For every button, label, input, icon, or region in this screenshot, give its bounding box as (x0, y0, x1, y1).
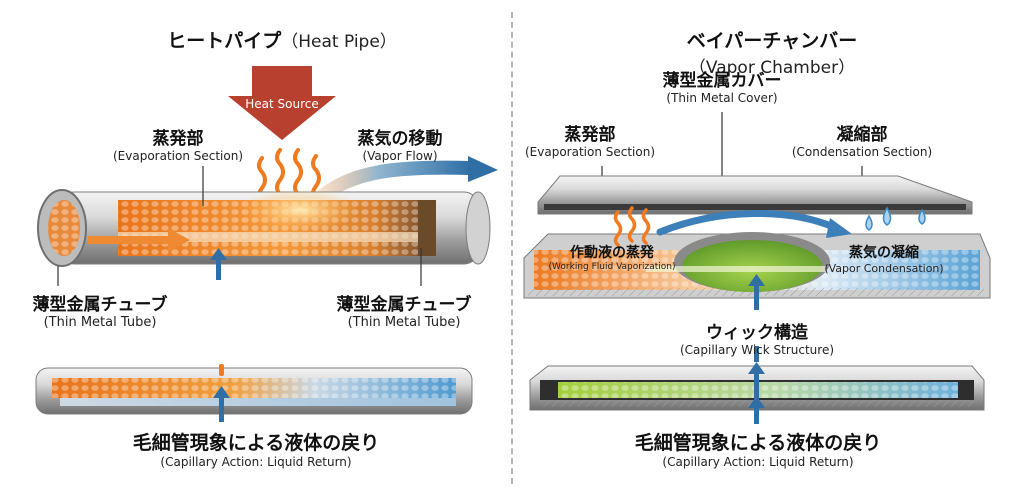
heat-pipe-lower-tube (35, 367, 473, 415)
vc-title-jp: ベイパーチャンバー (686, 30, 858, 52)
section-divider (511, 12, 513, 484)
heat-pipe-title-en: （Heat Pipe） (281, 32, 397, 52)
vc-capillary-jp: 毛細管現象による液体の戻り (634, 432, 882, 454)
vc-heat-waves-icon (613, 206, 651, 247)
hp-tube-left-label: 薄型金属チューブ (Thin Metal Tube) (33, 290, 168, 330)
vc-wick-jp: ウィック構造 (705, 323, 808, 343)
hp-tube-right-jp: 薄型金属チューブ (336, 295, 472, 315)
vc-condensation-en: (Condensation Section) (791, 145, 933, 159)
vc-cover-en: (Thin Metal Cover) (666, 91, 778, 105)
vc-evaporation-en: (Evaporation Section) (524, 145, 656, 159)
vc-capillary-en: (Capillary Action: Liquid Return) (662, 455, 854, 469)
wick-arrow-icon (748, 274, 765, 362)
vc-capillary-label: 毛細管現象による液体の戻り (Capillary Action: Liquid … (635, 428, 881, 469)
vc-vapor-arrow (656, 210, 840, 236)
hp-evaporation-label: 蒸発部 (Evaporation Section) (113, 124, 243, 163)
vc-condensation-label: 凝縮部 (Condensation Section) (792, 120, 932, 159)
vc-evaporation-label: 蒸発部 (Evaporation Section) (525, 120, 655, 159)
vc-vapor-condensation-en: (Vapor Condensation) (824, 262, 944, 275)
vc-vaporization-jp: 作動液の蒸発 (569, 245, 654, 261)
vc-vaporization-en: (Working Fluid Vaporization) (548, 262, 676, 272)
vapor-chamber-cover (537, 175, 973, 215)
capillary-arrow-lower-icon (213, 364, 230, 422)
hp-capillary-jp: 毛細管現象による液体の戻り (132, 432, 380, 454)
hp-tube-left-jp: 薄型金属チューブ (32, 295, 168, 315)
vc-title-en: （Vapor Chamber） (688, 58, 856, 78)
vc-wick-label: ウィック構造 (Capillary Wick Structure) (680, 318, 834, 357)
vc-evaporation-jp: 蒸発部 (564, 125, 616, 145)
capillary-arrow-icon (210, 248, 227, 280)
hp-capillary-label: 毛細管現象による液体の戻り (Capillary Action: Liquid … (133, 428, 379, 469)
hp-evaporation-jp: 蒸発部 (152, 129, 204, 149)
heat-pipe-title: ヒートパイプ（Heat Pipe） (167, 26, 397, 53)
heat-source-label: Heat Source (245, 97, 319, 111)
vc-vapor-condensation-label: 蒸気の凝縮 (Vapor Condensation) (824, 242, 943, 275)
capillary-arrow-vc-icon (748, 362, 765, 424)
heat-pipe-tube (37, 188, 491, 267)
vc-cover-jp: 薄型金属カバー (662, 71, 782, 91)
hp-vapor-flow-en: (Vapor Flow) (362, 149, 438, 163)
heat-source-arrow (228, 66, 336, 140)
vc-vapor-condensation-jp: 蒸気の凝縮 (849, 245, 919, 261)
vc-wick-en: (Capillary Wick Structure) (679, 343, 835, 357)
vapor-flow-arrow (311, 160, 477, 207)
hp-tube-right-label: 薄型金属チューブ (Thin Metal Tube) (337, 290, 472, 330)
hp-evaporation-en: (Evaporation Section) (112, 149, 244, 163)
droplet-icons (865, 206, 926, 231)
heat-pipe-title-jp: ヒートパイプ (167, 30, 282, 52)
hp-tube-left-en: (Thin Metal Tube) (43, 315, 157, 330)
liquid-flow-arrow (88, 228, 190, 252)
vapor-chamber-title: ベイパーチャンバー （Vapor Chamber） (646, 26, 898, 78)
hp-tube-right-en: (Thin Metal Tube) (347, 315, 461, 330)
vc-condensation-jp: 凝縮部 (836, 125, 888, 145)
vc-cover-label: 薄型金属カバー (Thin Metal Cover) (663, 66, 782, 105)
hp-vapor-flow-label: 蒸気の移動 (Vapor Flow) (358, 124, 443, 163)
hp-vapor-flow-jp: 蒸気の移動 (357, 129, 443, 149)
vc-vaporization-label: 作動液の蒸発 (Working Fluid Vaporization) (549, 242, 676, 272)
hp-capillary-en: (Capillary Action: Liquid Return) (160, 455, 352, 469)
